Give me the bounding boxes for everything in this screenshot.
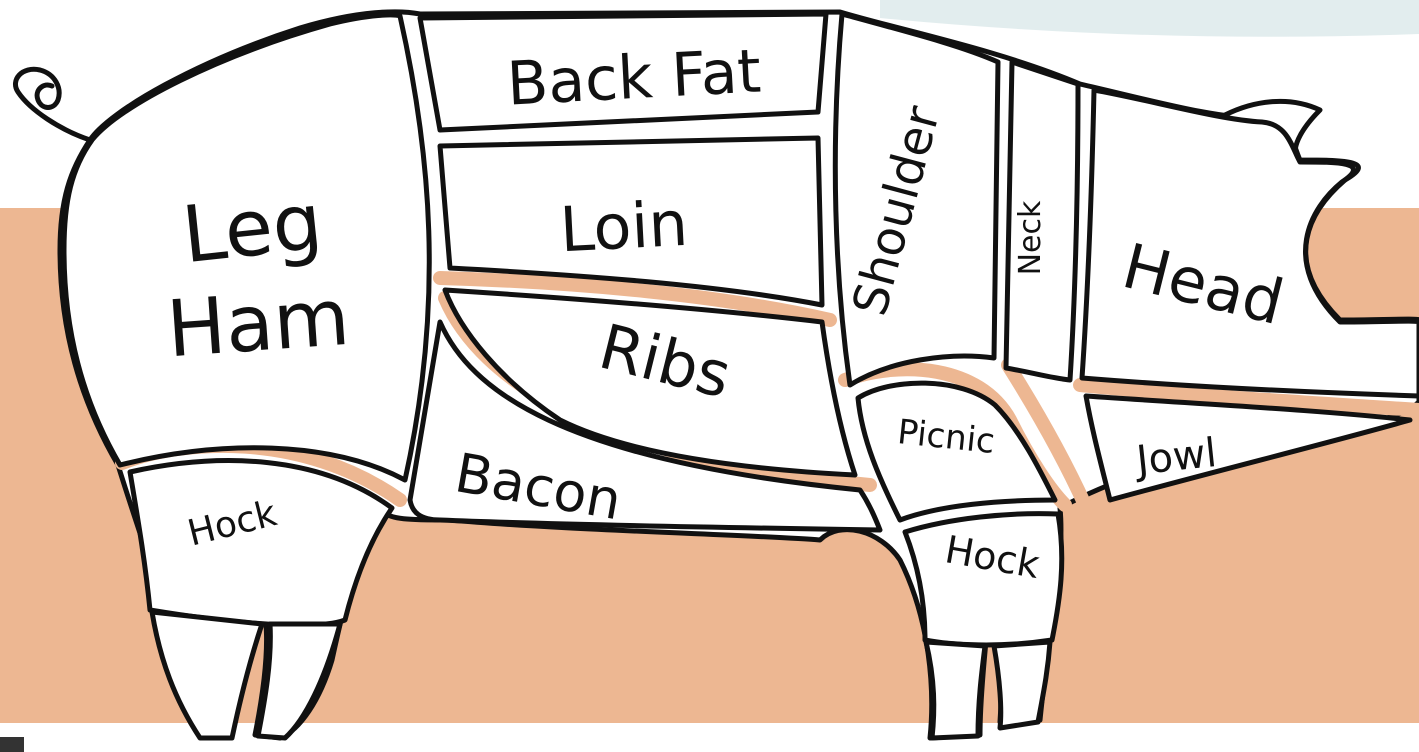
label-loin: Loin [558, 187, 690, 267]
front-leg-back [926, 642, 985, 738]
label-neck: Neck [1013, 200, 1048, 275]
label-back-fat: Back Fat [505, 36, 762, 119]
panel-hock-rear [130, 461, 392, 626]
label-jowl: Jowl [1131, 430, 1218, 484]
label-leg: Leg [178, 177, 326, 281]
front-leg-front [994, 642, 1050, 728]
corner-mark [0, 737, 24, 752]
label-ham: Ham [164, 273, 352, 376]
